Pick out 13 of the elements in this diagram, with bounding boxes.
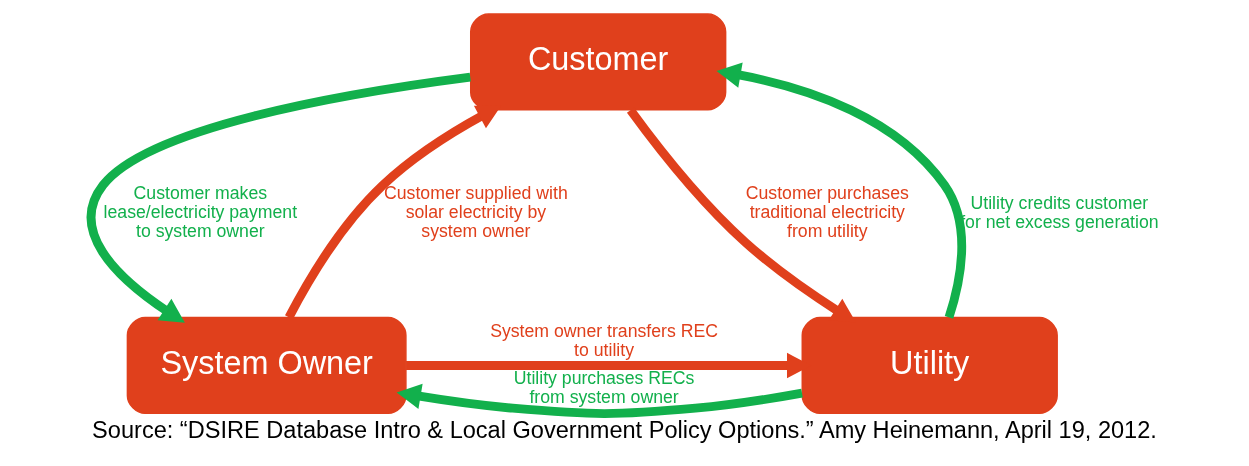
edge-label: Customer supplied with solar electricity by system owner [384,183,568,242]
edge-label: Utility purchases RECs from system owner [513,368,695,408]
arrow [86,72,471,323]
edge-label: Customer makes lease/electricity payment to system owner [103,183,298,242]
node-box: Utility [801,316,1058,415]
edge-label: System owner transfers REC to utility [490,320,718,361]
node-box: Customer [470,13,727,111]
arrow [396,383,803,418]
node-box: System Owner [126,316,407,415]
caption: Source: “DSIRE Database Intro & Local Government Policy Options.” Amy Heinemann, April 19, 2012. [92,417,1157,444]
edge-label: Customer purchases traditional electricity from utility [745,183,909,242]
arrow [716,62,967,319]
arrow [285,105,502,320]
